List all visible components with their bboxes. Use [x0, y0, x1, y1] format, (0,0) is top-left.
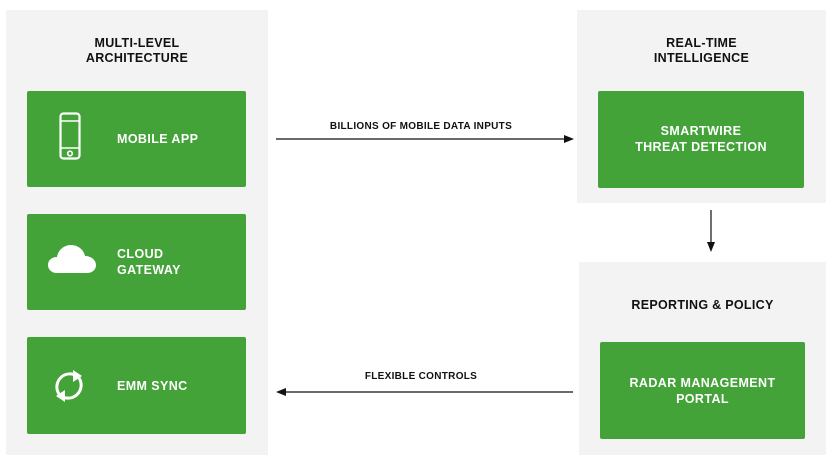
- threat-detection-label: SMARTWIRE THREAT DETECTION: [635, 124, 767, 154]
- architecture-panel: MULTI-LEVEL ARCHITECTURE MOBILE APP CLOU…: [6, 10, 268, 455]
- radar-portal-label: RADAR MANAGEMENT PORTAL: [629, 376, 776, 406]
- down-arrow: [707, 210, 715, 252]
- emm-sync-label: EMM SYNC: [117, 379, 188, 393]
- radar-portal-card: RADAR MANAGEMENT PORTAL: [600, 342, 805, 439]
- intelligence-panel: REAL-TIME INTELLIGENCE SMARTWIRE THREAT …: [577, 10, 826, 203]
- intelligence-title: REAL-TIME INTELLIGENCE: [653, 36, 750, 65]
- emm-sync-card: EMM SYNC: [27, 337, 246, 434]
- cloud-gateway-card: CLOUD GATEWAY: [27, 214, 246, 310]
- mobile-app-label: MOBILE APP: [117, 132, 199, 146]
- cloud-icon: [48, 245, 96, 273]
- reporting-panel: REPORTING & POLICY RADAR MANAGEMENT PORT…: [579, 262, 826, 455]
- mobile-app-card: MOBILE APP: [27, 91, 246, 187]
- left-arrow: [276, 388, 573, 396]
- inputs-flow-label: BILLIONS OF MOBILE DATA INPUTS: [329, 121, 513, 132]
- reporting-title: REPORTING & POLICY: [631, 298, 774, 312]
- controls-flow-label: FLEXIBLE CONTROLS: [364, 371, 478, 382]
- architecture-title: MULTI-LEVEL ARCHITECTURE: [85, 36, 189, 65]
- sync-icon: [55, 370, 83, 402]
- smartphone-icon: [59, 112, 81, 160]
- cloud-gateway-label: CLOUD GATEWAY: [117, 247, 181, 277]
- right-arrow: [276, 135, 574, 143]
- threat-detection-card: SMARTWIRE THREAT DETECTION: [598, 91, 804, 188]
